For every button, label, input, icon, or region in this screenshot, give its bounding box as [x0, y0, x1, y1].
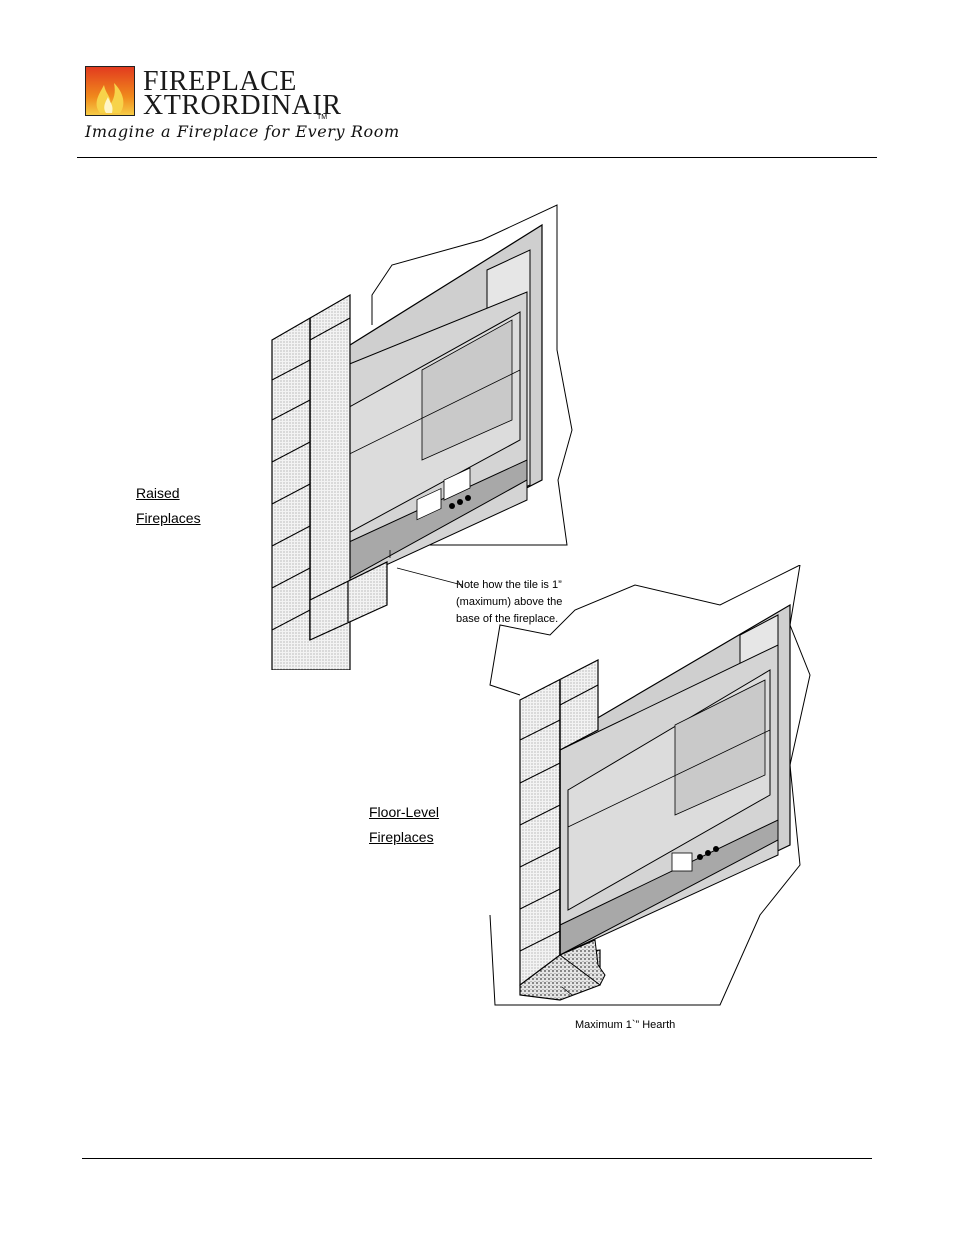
raised-note-line2: (maximum) above the — [456, 596, 563, 608]
raised-label-line2: Fireplaces — [136, 510, 201, 526]
raised-note-line3: base of the fireplace. — [456, 613, 559, 625]
flame-logo-icon — [85, 66, 135, 116]
raised-label-line1: Raised — [136, 485, 180, 501]
brand-tagline: Imagine a Fireplace for Every Room — [85, 122, 400, 141]
raised-fireplaces-label: Raised Fireplaces — [136, 481, 201, 531]
trademark-mark: TM — [317, 114, 328, 121]
floor-level-fireplaces-label: Floor-Level Fireplaces — [369, 800, 439, 850]
floor-level-label-line2: Fireplaces — [369, 829, 434, 845]
raised-note-line1: Note how the tile is 1” — [456, 579, 562, 591]
raised-tile-note: Note how the tile is 1” (maximum) above … — [456, 577, 562, 628]
floor-level-label-line1: Floor-Level — [369, 804, 440, 820]
hearth-note: Maximum 1`” Hearth — [575, 1019, 676, 1031]
footer-divider — [82, 1158, 872, 1159]
raised-fireplace-illustration — [271, 204, 573, 670]
brand-name-line1: FIREPLACE — [143, 66, 297, 97]
company-logo: FIREPLACE XTRORDINAIR TM Imagine a Firep… — [85, 66, 415, 150]
brand-name-line2: XTRORDINAIR — [143, 90, 342, 121]
header-divider — [77, 157, 877, 158]
floor-level-fireplace-illustration — [489, 565, 811, 1006]
